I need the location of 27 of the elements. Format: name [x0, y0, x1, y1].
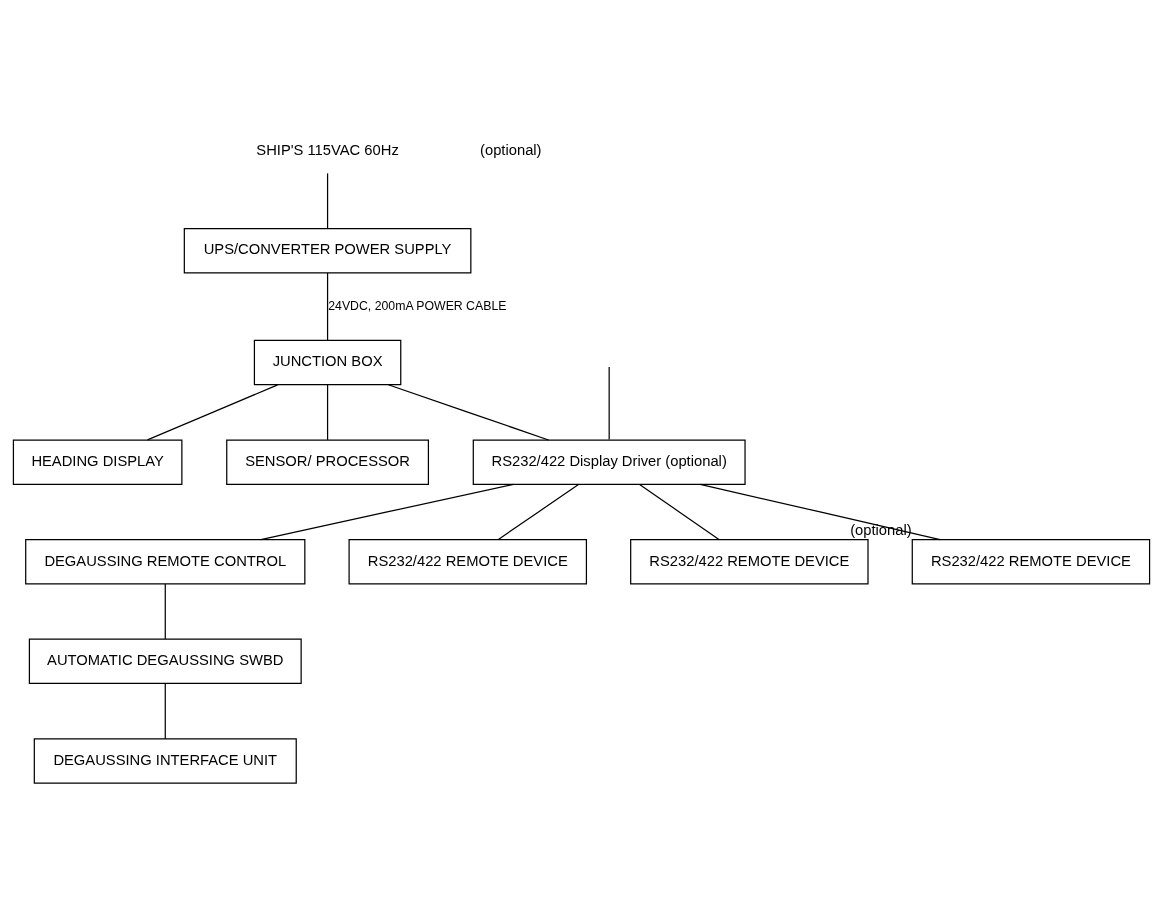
node-box: AUTOMATIC DEGAUSSING SWBD [28, 638, 302, 684]
connector [164, 582, 166, 640]
node-box: DEGAUSSING REMOTE CONTROL [25, 538, 306, 584]
label: (optional) [480, 141, 542, 158]
node-box: DEGAUSSING INTERFACE UNIT [33, 737, 297, 784]
connector [608, 365, 610, 440]
node-box: RS232/422 Display Driver (optional) [472, 438, 746, 485]
connector [638, 483, 720, 540]
node-box: RS232/422 REMOTE DEVICE [630, 538, 869, 584]
node-box: HEADING DISPLAY [12, 438, 183, 485]
node-text: SHIP'S 115VAC 60Hz [256, 141, 399, 158]
connector [326, 172, 329, 229]
node-label: (optional) [850, 521, 912, 538]
node-box: RS232/422 REMOTE DEVICE [348, 538, 588, 584]
node-box: UPS/CONVERTER POWER SUPPLY [183, 227, 472, 273]
connector [387, 383, 550, 441]
connector [326, 383, 329, 440]
node-box: JUNCTION BOX [253, 339, 402, 385]
connector [164, 682, 166, 739]
node-box: RS232/422 REMOTE DEVICE [911, 538, 1151, 584]
edge-label: 24VDC, 200mA POWER CABLE [328, 298, 507, 313]
connector [260, 483, 514, 540]
connector [146, 383, 279, 440]
connector [699, 483, 941, 540]
node-box: SENSOR/ PROCESSOR [226, 438, 430, 485]
connector [326, 271, 329, 341]
connector [497, 483, 580, 540]
